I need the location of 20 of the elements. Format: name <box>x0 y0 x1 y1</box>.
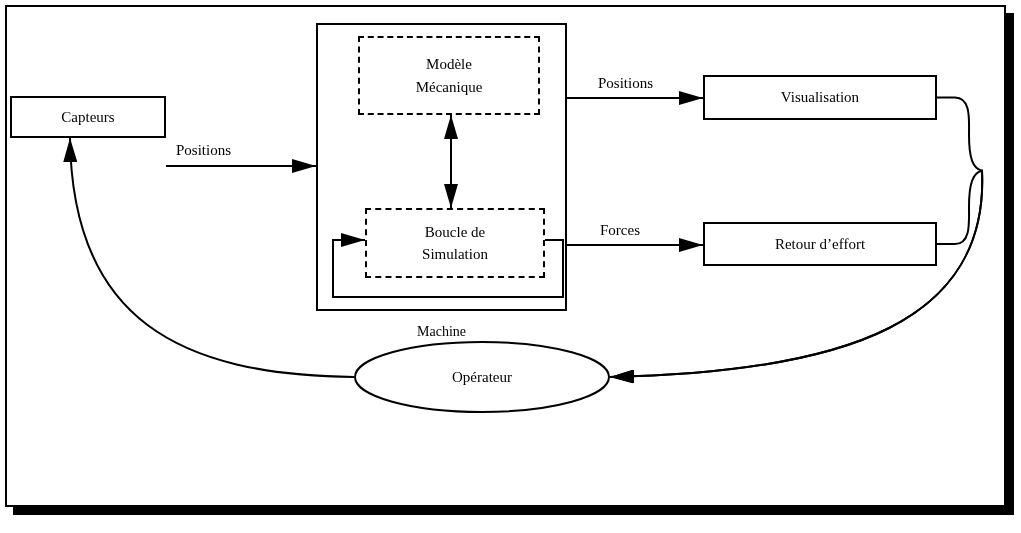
node-label: Boucle de Simulation <box>421 222 489 264</box>
node-label: Capteurs <box>61 107 115 127</box>
process-box <box>365 208 545 278</box>
node-label: Visualisation <box>780 88 860 108</box>
node-label: Modèle Mécanique <box>414 55 484 97</box>
arrow <box>566 91 704 105</box>
ellipse-node <box>354 341 610 413</box>
node-label: Retour d’effort <box>774 234 866 254</box>
process-box <box>10 96 166 138</box>
process-box <box>358 36 540 115</box>
process-box <box>703 222 937 266</box>
container-label: Machine <box>416 323 467 341</box>
arrow <box>64 137 355 378</box>
arrow <box>566 238 704 252</box>
arrow <box>444 114 458 209</box>
node-label: Opérateur <box>452 367 512 387</box>
arrow <box>609 169 983 384</box>
process-box <box>703 75 937 120</box>
arrow <box>332 233 564 298</box>
arrow <box>165 159 317 173</box>
